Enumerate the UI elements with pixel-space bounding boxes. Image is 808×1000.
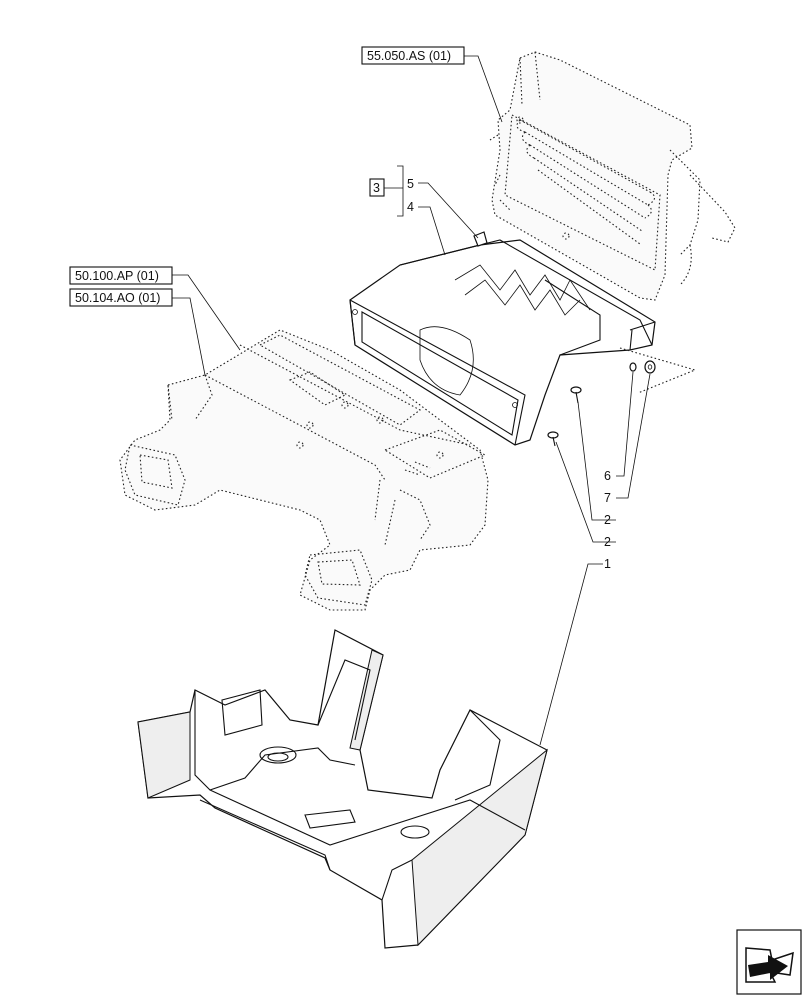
ref-kit-3[interactable]: 3 <box>369 178 385 197</box>
floor-mat-1 <box>137 629 548 949</box>
washer-7 <box>644 360 656 374</box>
callout-7: 7 <box>604 491 611 505</box>
ref-55050[interactable]: 55.050.AS (01) <box>361 46 465 65</box>
washer-6 <box>629 362 637 372</box>
ref-50104[interactable]: 50.104.AO (01) <box>69 288 173 307</box>
svg-text:5: 5 <box>407 177 414 191</box>
floor-duct-50100 <box>119 329 489 611</box>
kit-bracket <box>384 165 404 217</box>
leader-1 <box>539 563 603 746</box>
next-page-arrow-icon[interactable] <box>736 929 802 995</box>
heater-unit-55050 <box>489 51 736 301</box>
callout-4: 4 <box>407 200 414 214</box>
callout-1: 1 <box>604 557 611 571</box>
svg-text:50.100.AP (01): 50.100.AP (01) <box>75 269 159 283</box>
svg-text:50.104.AO (01): 50.104.AO (01) <box>75 291 160 305</box>
callout-5: 5 <box>407 177 414 191</box>
leader-7 <box>616 373 651 499</box>
callout-6: 6 <box>604 469 611 483</box>
leader-4 <box>418 206 446 256</box>
leader-50100 <box>172 274 241 351</box>
screw-2a <box>570 386 582 404</box>
leader-2a <box>577 401 616 521</box>
ref-50100[interactable]: 50.100.AP (01) <box>69 266 173 285</box>
leader-6 <box>616 371 634 477</box>
clip-5 <box>473 231 488 247</box>
svg-text:55.050.AS (01): 55.050.AS (01) <box>367 49 451 63</box>
svg-text:4: 4 <box>407 200 414 214</box>
svg-text:3: 3 <box>373 181 380 195</box>
screw-2b <box>547 431 559 447</box>
leader-50104 <box>172 297 206 376</box>
leader-5 <box>418 182 479 239</box>
leader-55050 <box>464 55 503 123</box>
svg-text:7: 7 <box>604 491 611 505</box>
leader-2b <box>555 441 616 543</box>
svg-text:6: 6 <box>604 469 611 483</box>
air-duct-4 <box>349 239 656 446</box>
svg-text:1: 1 <box>604 557 611 571</box>
